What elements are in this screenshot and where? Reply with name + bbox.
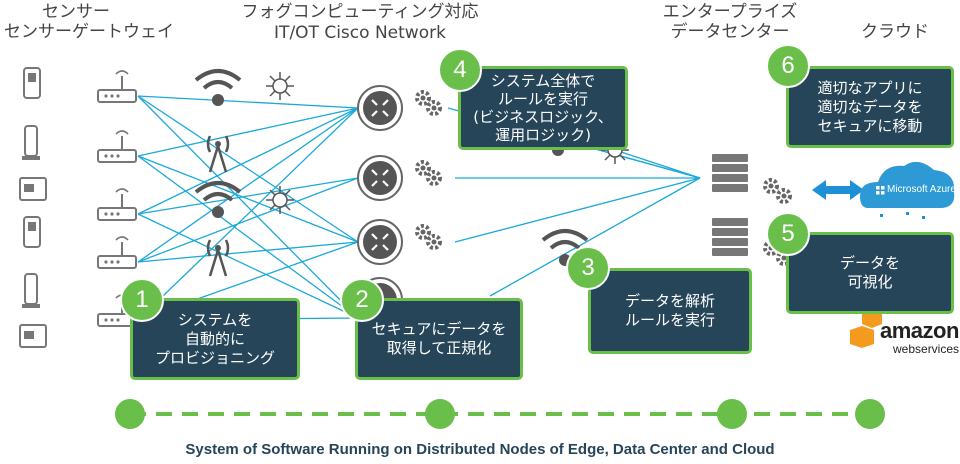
header-fog: フォグコンピューティング対応 bbox=[241, 2, 479, 22]
header-fog-sub: IT/OT Cisco Network bbox=[274, 23, 446, 43]
step-badge-5: 5 bbox=[766, 212, 810, 256]
step-box-6: 適切なアプリに 適切なデータを セキュアに移動 bbox=[786, 66, 954, 148]
footer-caption: System of Software Running on Distribute… bbox=[185, 441, 775, 458]
hub-icon bbox=[266, 186, 294, 214]
step-badge-4: 4 bbox=[438, 48, 482, 92]
header-enterprise: エンタープライズ bbox=[662, 2, 798, 22]
aws-logo-icon bbox=[850, 310, 882, 348]
aws-logo-text: amazon bbox=[880, 318, 959, 343]
gateway-icons bbox=[97, 70, 137, 327]
handheld-sensor-icon bbox=[23, 216, 41, 248]
wifi-icon bbox=[194, 181, 242, 218]
server-rack-icon bbox=[712, 218, 748, 256]
header-sensors: センサー bbox=[42, 2, 110, 22]
step-badge-2: 2 bbox=[340, 278, 384, 322]
gear-icon bbox=[426, 234, 442, 250]
hub-icon bbox=[266, 72, 294, 100]
meter-sensor-icon bbox=[19, 177, 47, 201]
azure-logo-text: Microsoft Azure bbox=[887, 184, 956, 195]
step-box-2: セキュアにデータを 取得して正規化 bbox=[355, 298, 523, 380]
cell-tower-icon bbox=[206, 135, 230, 173]
gateway-router-icon bbox=[97, 236, 137, 269]
server-rack-icon bbox=[712, 154, 748, 192]
wireless-icons bbox=[194, 69, 589, 277]
gear-icon bbox=[426, 100, 442, 116]
step-badge-6: 6 bbox=[766, 44, 810, 88]
header-cloud: クラウド bbox=[861, 22, 929, 42]
sensor-icons bbox=[19, 67, 47, 348]
fog-router-icon bbox=[357, 219, 403, 265]
gear-icon bbox=[763, 178, 779, 194]
connection-lines bbox=[137, 95, 701, 321]
step-box-3: データを解析 ルールを実行 bbox=[588, 268, 752, 354]
gateway-router-icon bbox=[97, 188, 137, 221]
gear-icon bbox=[426, 170, 442, 186]
timeline bbox=[115, 399, 885, 429]
timeline-node bbox=[425, 399, 455, 429]
header-gateways: センサーゲートウェイ bbox=[4, 22, 174, 42]
step-badge-3: 3 bbox=[566, 246, 610, 290]
aws-logo-subtext: webservices bbox=[893, 342, 960, 356]
gear-icon bbox=[776, 188, 792, 204]
timeline-node bbox=[717, 399, 747, 429]
server-icons bbox=[712, 154, 748, 256]
fog-router-icon bbox=[357, 155, 403, 201]
gear-icon bbox=[415, 224, 431, 240]
timeline-node bbox=[115, 399, 145, 429]
header-datacenter: データセンター bbox=[670, 22, 790, 42]
azure-cloud-icon bbox=[860, 161, 955, 208]
gateway-router-icon bbox=[97, 70, 137, 103]
timeline-node bbox=[855, 399, 885, 429]
step-box-5: データを 可視化 bbox=[786, 232, 954, 314]
wifi-icon bbox=[194, 69, 242, 106]
step-badge-1: 1 bbox=[120, 278, 164, 322]
bidirectional-arrow-icon bbox=[812, 180, 864, 200]
step-box-4: システム全体で ルールを実行 (ビジネスロジック、 運用ロジック) bbox=[458, 66, 628, 150]
sparkle-dots bbox=[880, 212, 925, 219]
cell-tower-icon bbox=[206, 239, 230, 277]
gear-icon bbox=[415, 160, 431, 176]
fog-router-icon bbox=[357, 85, 403, 131]
meter-sensor-icon bbox=[19, 324, 47, 348]
tower-sensor-icon bbox=[24, 125, 38, 157]
gear-icon bbox=[415, 90, 431, 106]
tower-sensor-icon bbox=[24, 273, 38, 305]
handheld-sensor-icon bbox=[23, 67, 41, 99]
gateway-router-icon bbox=[97, 130, 137, 163]
